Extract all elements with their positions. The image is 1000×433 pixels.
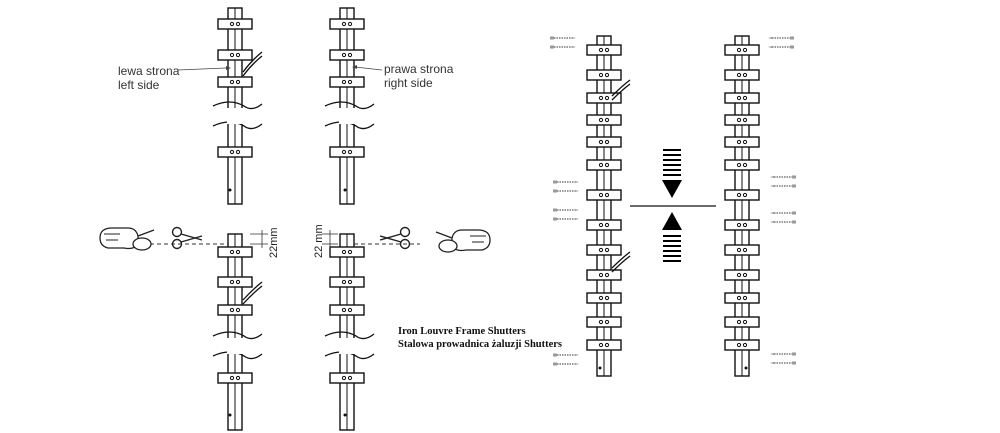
right-side-leader [354,66,383,71]
assembly-rail-left [586,35,631,377]
right-side-label-pl: prawa strona [384,62,454,76]
left-side-leader [177,67,227,71]
right-side-label-en: right side [384,76,433,90]
assembly-rail-right [724,35,760,377]
angle-grinder-icon [99,227,155,251]
product-title-pl: Stalowa prowadnica żaluzji Shutters [398,339,563,350]
screw-icon [549,35,580,367]
compress-arrows-icon [630,149,716,262]
scissors-icon [379,226,411,250]
angle-grinder-icon [435,229,491,253]
product-title-en: Iron Louvre Frame Shutters [398,326,526,337]
bottom-left-rail [212,233,263,431]
left-side-label-pl: lewa strona [118,64,180,78]
screw-icon [767,35,797,366]
scissors-icon [171,226,203,250]
top-left-rail [212,7,263,205]
bottom-right-rail [324,233,375,431]
cut-dimension-right: 22 mm [313,224,325,258]
left-side-label-en: left side [118,78,160,92]
top-right-rail [324,7,375,205]
cut-dimension-left: 22mm [268,227,280,258]
